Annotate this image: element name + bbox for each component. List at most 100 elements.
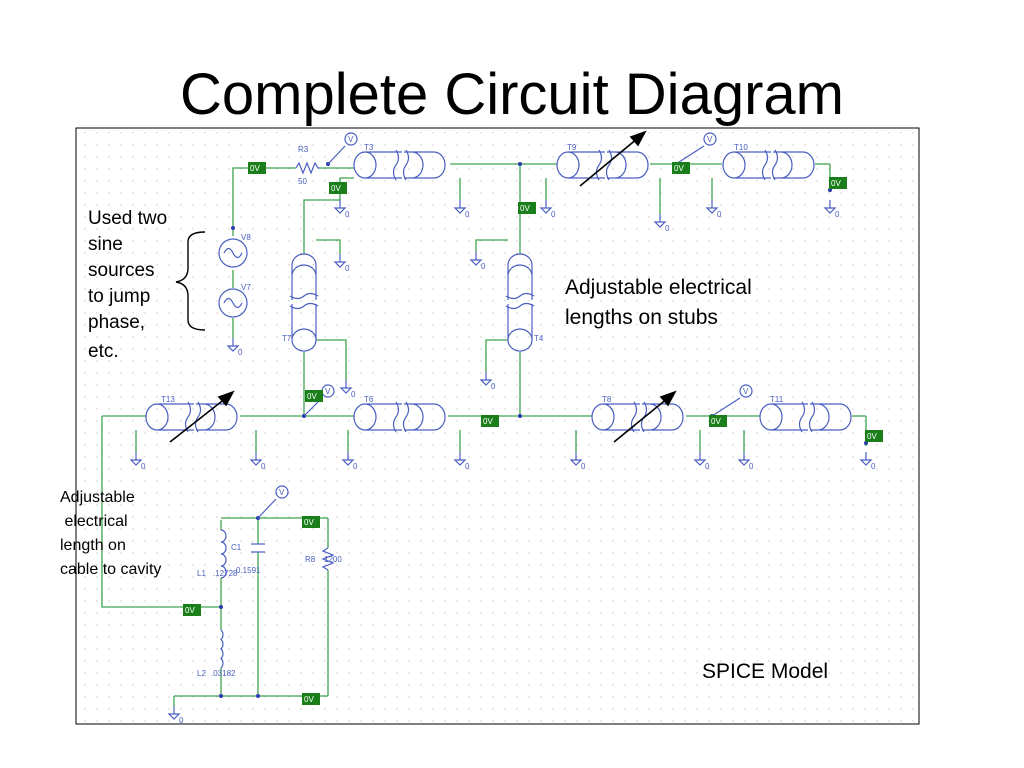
svg-text:T8: T8: [602, 395, 612, 404]
svg-text:C1: C1: [231, 543, 242, 552]
svg-text:1200: 1200: [324, 555, 342, 564]
svg-text:T3: T3: [364, 143, 374, 152]
svg-text:T4: T4: [534, 334, 544, 343]
voltage-probe-4: V: [711, 384, 753, 417]
tline-t10: T10: [722, 143, 815, 181]
svg-text:0.1591: 0.1591: [236, 566, 261, 575]
svg-text:50: 50: [298, 177, 307, 186]
svg-text:0: 0: [261, 462, 266, 471]
svg-text:0: 0: [465, 462, 470, 471]
svg-text:0: 0: [351, 390, 356, 399]
svg-text:T6: T6: [364, 395, 374, 404]
svg-text:V8: V8: [241, 233, 251, 242]
svg-text:0V: 0V: [185, 606, 195, 615]
svg-text:0: 0: [353, 462, 358, 471]
svg-text:V: V: [279, 488, 285, 497]
svg-text:0: 0: [581, 462, 586, 471]
svg-text:0: 0: [665, 224, 670, 233]
inductor-l2: L2 .03182: [197, 629, 236, 678]
svg-text:0V: 0V: [711, 417, 721, 426]
svg-text:length on: length on: [60, 537, 126, 554]
svg-text:V: V: [743, 387, 749, 396]
svg-text:0V: 0V: [520, 204, 530, 213]
svg-text:etc.: etc.: [88, 341, 119, 362]
svg-text:0V: 0V: [304, 695, 314, 704]
svg-text:0: 0: [749, 462, 754, 471]
svg-text:Adjustable: Adjustable: [60, 489, 135, 506]
svg-text:0V: 0V: [250, 164, 260, 173]
svg-text:0: 0: [238, 348, 243, 357]
inductor-l1: L1 .12728: [197, 529, 238, 579]
tline-t11: T11: [759, 395, 852, 433]
svg-text:0: 0: [871, 462, 876, 471]
svg-text:cable to cavity: cable to cavity: [60, 561, 161, 578]
slide-title: Complete Circuit Diagram: [180, 62, 844, 127]
svg-text:phase,: phase,: [88, 312, 145, 333]
svg-text:V7: V7: [241, 283, 251, 292]
tline-t6: T6: [353, 395, 446, 433]
svg-text:0: 0: [141, 462, 146, 471]
circuit-wires: [101, 163, 867, 706]
svg-text:Adjustable electrical: Adjustable electrical: [565, 276, 752, 299]
annotation-cable: Adjustable electrical length on cable to…: [60, 489, 161, 578]
svg-text:V: V: [348, 135, 354, 144]
brace-icon: [175, 231, 206, 331]
svg-text:0V: 0V: [483, 417, 493, 426]
sine-source-v8: V8: [218, 233, 251, 268]
svg-text:.12728: .12728: [213, 569, 238, 578]
annotation-stubs: Adjustable electrical lengths on stubs: [565, 276, 752, 329]
voltage-probe-1: V: [327, 132, 358, 165]
svg-text:to jump: to jump: [88, 286, 150, 307]
voltage-probe-5: V: [257, 485, 289, 519]
svg-text:0: 0: [835, 210, 840, 219]
svg-text:0: 0: [705, 462, 710, 471]
svg-text:0: 0: [551, 210, 556, 219]
svg-text:R3: R3: [298, 145, 309, 154]
svg-text:0: 0: [465, 210, 470, 219]
svg-text:0: 0: [717, 210, 722, 219]
annotation-sine-sources: Used two sine sources to jump phase, etc…: [88, 208, 167, 362]
svg-text:0V: 0V: [831, 179, 841, 188]
svg-text:0V: 0V: [331, 184, 341, 193]
svg-text:T11: T11: [770, 395, 784, 404]
svg-text:sources: sources: [88, 260, 155, 281]
svg-text:0: 0: [345, 264, 350, 273]
svg-text:L1: L1: [197, 569, 206, 578]
adjust-arrows: [169, 130, 677, 443]
svg-text:0V: 0V: [304, 518, 314, 527]
svg-text:0: 0: [481, 262, 486, 271]
tline-t13: T13: [145, 395, 238, 433]
svg-text:0: 0: [491, 382, 496, 391]
svg-text:sine: sine: [88, 234, 123, 255]
svg-text:V: V: [707, 135, 713, 144]
tline-t3: T3: [353, 143, 446, 181]
annotation-spice-model: SPICE Model: [702, 660, 828, 683]
svg-text:lengths on stubs: lengths on stubs: [565, 306, 718, 329]
svg-text:electrical: electrical: [60, 513, 128, 530]
svg-text:0: 0: [179, 716, 184, 725]
resistor-r3: R3 50: [295, 145, 320, 186]
svg-text:0V: 0V: [867, 432, 877, 441]
tline-t7: T7: [282, 253, 319, 352]
svg-text:Used two: Used two: [88, 208, 167, 229]
svg-text:L2: L2: [197, 669, 206, 678]
svg-text:0: 0: [345, 210, 350, 219]
voltage-tags: 0V 0V 0V 0V 0V 0V 0V 0V 0V 0V 0V 0V: [183, 162, 883, 705]
sine-source-v7: V7: [218, 283, 251, 318]
svg-text:V: V: [325, 387, 331, 396]
svg-text:T10: T10: [734, 143, 748, 152]
svg-text:R8: R8: [305, 555, 316, 564]
svg-text:0V: 0V: [674, 164, 684, 173]
tline-t8: T8: [591, 395, 684, 433]
tline-t4: T4: [505, 253, 544, 352]
svg-text:T13: T13: [161, 395, 175, 404]
svg-text:.03182: .03182: [211, 669, 236, 678]
ground-symbols: 0 0 0 0 0 0 0 0 0 0 0 0 0 0 0 0 0 0 0 0: [130, 199, 876, 725]
svg-text:0V: 0V: [307, 392, 317, 401]
svg-text:T7: T7: [282, 334, 292, 343]
capacitor-c1: C1 0.1591: [231, 543, 265, 575]
resistor-r8: R8 1200: [305, 547, 342, 571]
voltage-probe-2: V: [675, 132, 717, 165]
svg-text:T9: T9: [567, 143, 577, 152]
